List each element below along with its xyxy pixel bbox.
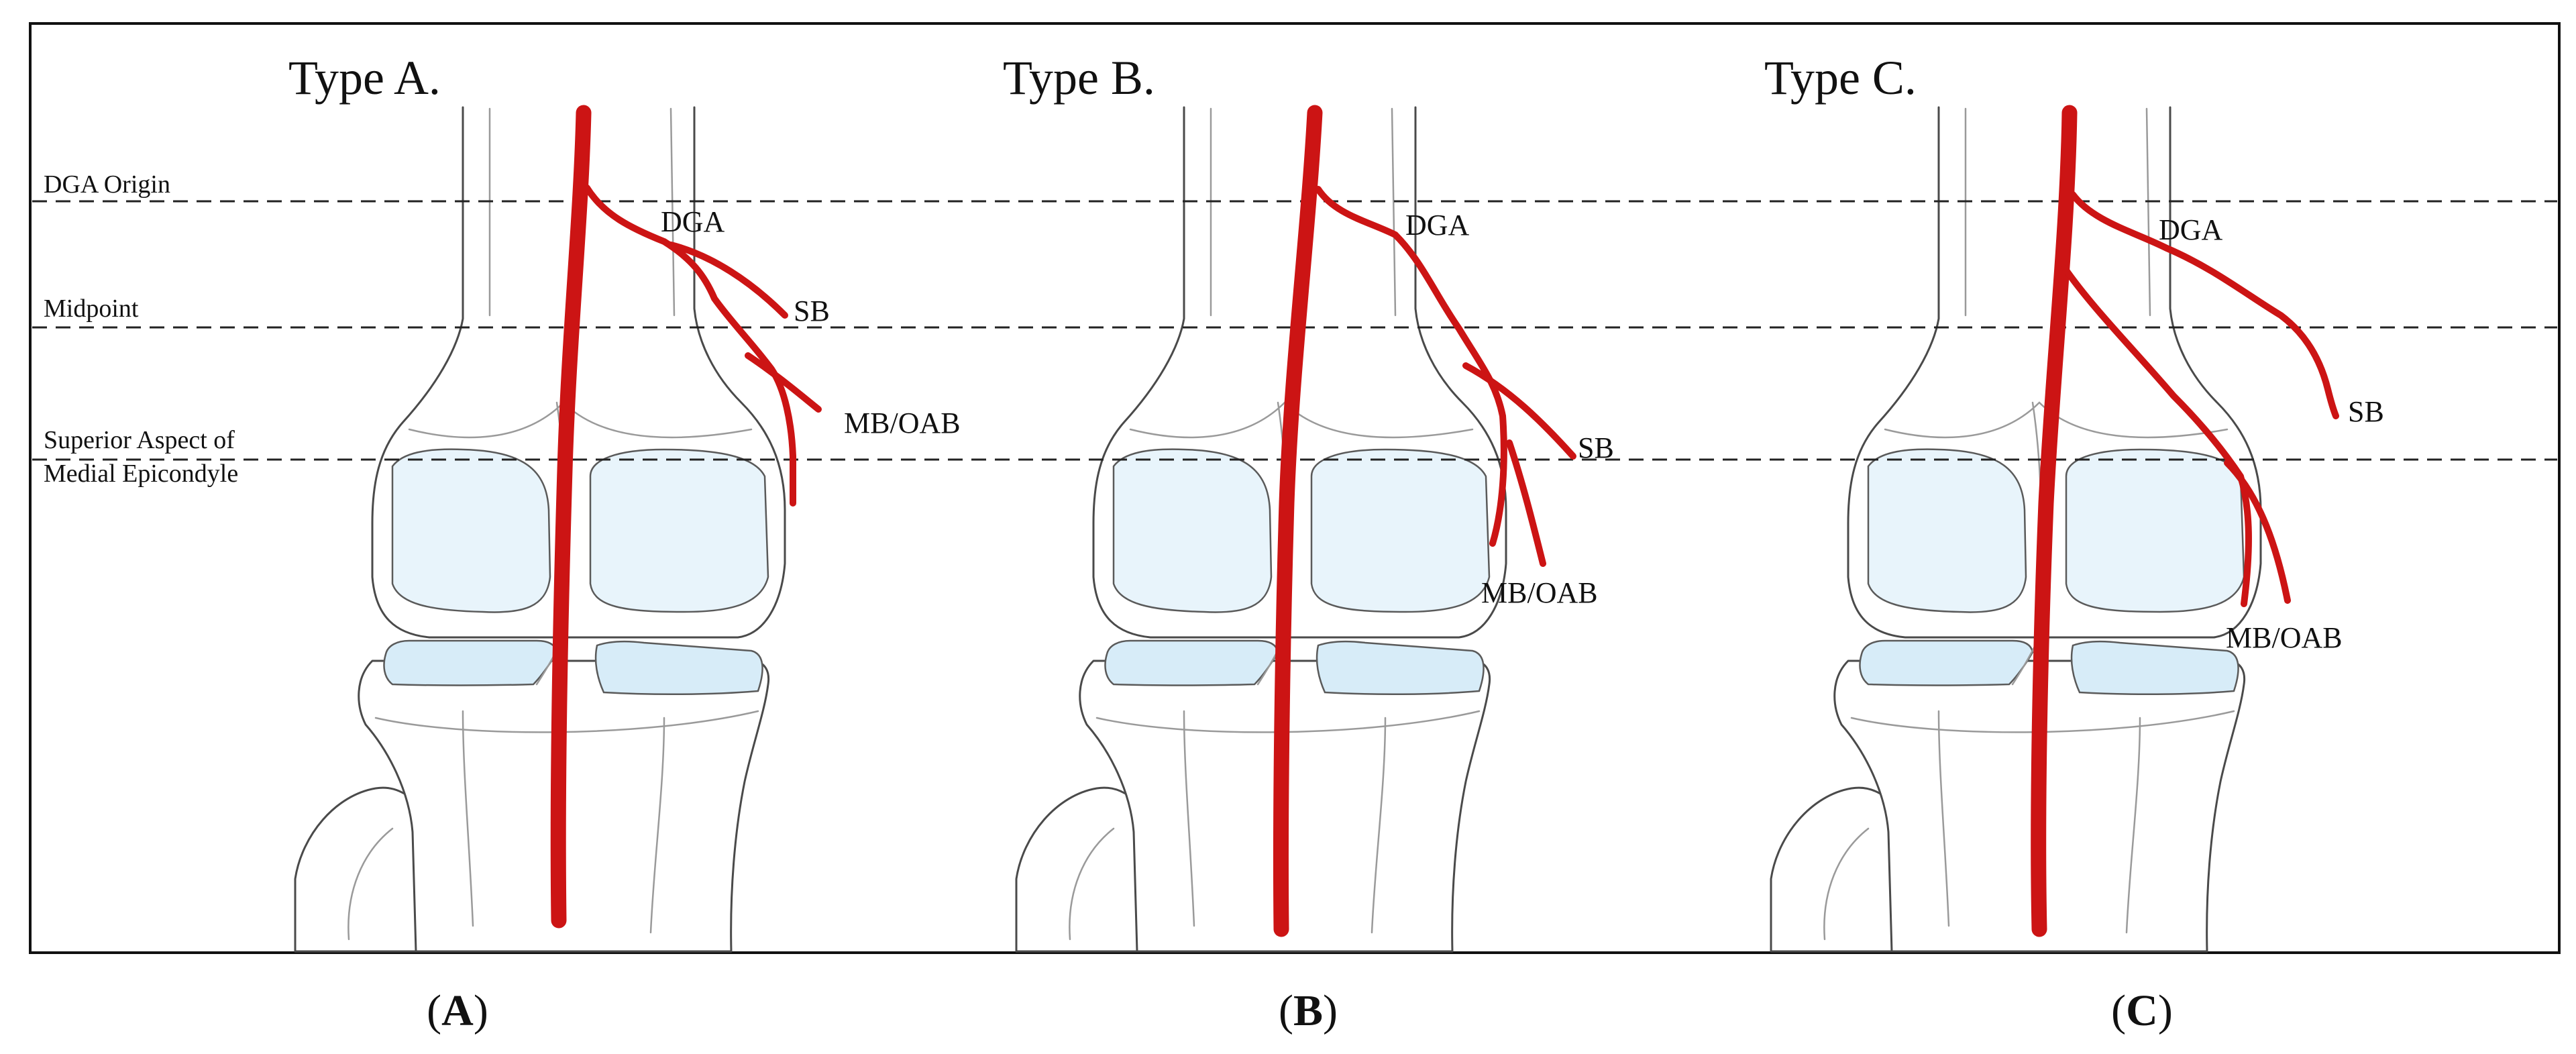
label-dga-b: DGA [1405,209,1470,242]
caption-letter-b: B [1293,986,1323,1035]
mb-branch-c [2224,460,2291,604]
main-artery-c [2031,105,2078,937]
sb-branch-b [1462,362,1576,460]
main-artery-a [550,105,592,929]
caption-letter-c: C [2126,986,2158,1035]
arteries-panel-b [1273,105,1576,937]
title-panel-b: Type B. [1003,51,1155,105]
label-sb-c: SB [2348,395,2384,428]
main-artery-b [1273,105,1323,937]
sb-branch-a [667,242,788,319]
label-dga-origin: DGA Origin [44,170,170,199]
title-panel-c: Type C. [1764,51,1917,105]
label-superior-aspect: Superior Aspect of [44,426,235,454]
label-midpoint: Midpoint [44,295,139,323]
label-mb-c: MB/OAB [2226,621,2343,654]
caption-b: (B) [1279,986,1338,1035]
mb-branch-b [1506,439,1546,567]
mb-origin-branch-c [2061,265,2252,607]
caption-c: (C) [2111,986,2173,1035]
arteries-panel-a [550,105,822,929]
label-medial-epicondyle: Medial Epicondyle [44,460,238,488]
dga-branch-b [1315,186,1507,547]
figure-frame [29,22,2561,954]
caption-a: (A) [427,986,488,1035]
title-panel-a: Type A. [288,51,441,105]
arteries-panel-c [2031,105,2339,937]
dga-branch-a [584,185,796,507]
label-dga-a: DGA [661,205,725,238]
dga-branch-c [2070,191,2339,419]
label-sb-a: SB [794,295,830,327]
label-sb-b: SB [1578,431,1614,464]
mb-branch-a [745,352,822,413]
label-mb-a: MB/OAB [844,407,961,439]
caption-letter-a: A [441,986,474,1035]
label-mb-b: MB/OAB [1481,576,1598,609]
label-dga-c: DGA [2159,213,2223,246]
